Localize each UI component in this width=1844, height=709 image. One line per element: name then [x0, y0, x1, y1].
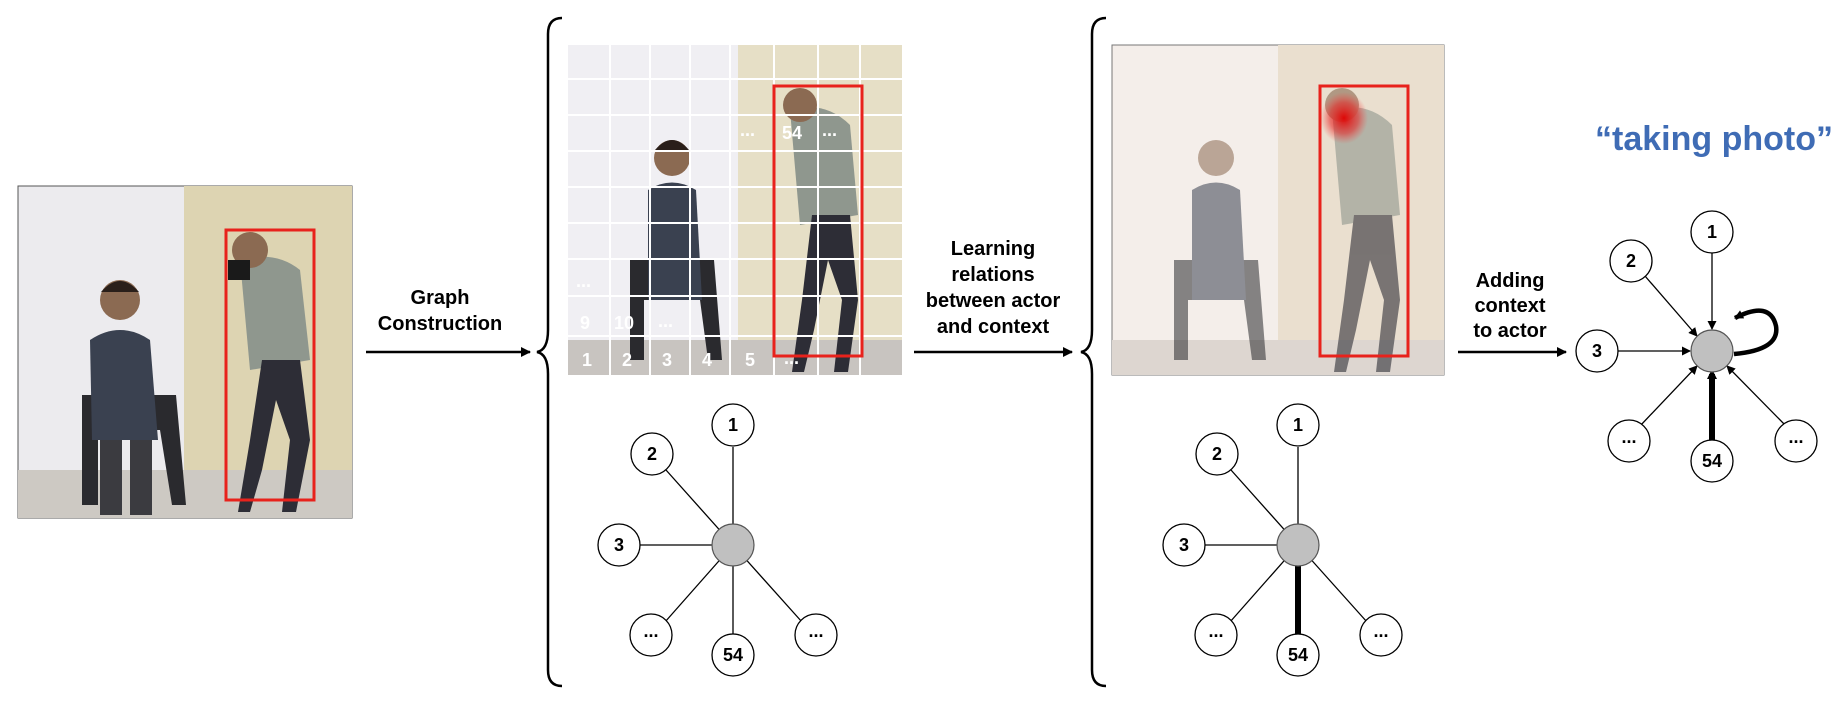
graph-2-actor-node — [1276, 523, 1320, 567]
learning-relations-label-2: relations — [951, 264, 1034, 286]
graph-2-node-2 — [1195, 432, 1239, 476]
graph-3-node-ellipsis-right-label: ... — [1788, 427, 1803, 447]
left-brace-1 — [536, 16, 563, 688]
graph-3-node-1-label: 1 — [1707, 222, 1717, 242]
graph-1-node-2-label: 2 — [647, 444, 657, 464]
graph-1-node-ellipsis-right-label: ... — [808, 621, 823, 641]
adding-context-label-3: to actor — [1473, 320, 1547, 342]
graph-3-actor-node — [1690, 329, 1734, 373]
graph-3-node-54-label: 54 — [1702, 451, 1722, 471]
grid-cell-10: 10 — [614, 313, 634, 333]
graph-3: 1 2 3 ... 54 ... — [1575, 210, 1818, 483]
grid-seated-person — [630, 140, 722, 360]
graph-1-node-1 — [711, 403, 755, 447]
graph-1-node-ellipsis-left — [629, 613, 673, 657]
graph-3-node-2-label: 2 — [1626, 251, 1636, 271]
graph-1-node-3-label: 3 — [614, 535, 624, 555]
grid-cell-5: 5 — [745, 350, 755, 370]
graph-2-node-ellipsis-left-label: ... — [1208, 621, 1223, 641]
grid-cell-ellipsis-top-right: ... — [822, 120, 837, 140]
graph-1-node-54-label: 54 — [723, 645, 743, 665]
graph-3-self-loop — [1733, 308, 1779, 357]
graph-2-node-3 — [1162, 523, 1206, 567]
attention-heatmap — [1320, 92, 1368, 144]
photographer-person — [228, 232, 310, 512]
attention-frame — [1111, 44, 1445, 376]
graph-1-node-ellipsis-right — [794, 613, 838, 657]
graph-2-node-ellipsis-right-label: ... — [1373, 621, 1388, 641]
graph-2-node-3-label: 3 — [1179, 535, 1189, 555]
action-caption: “taking photo” — [1595, 120, 1833, 158]
learning-relations-label-1: Learning — [951, 238, 1035, 260]
grid-cell-54: 54 — [782, 123, 802, 143]
graph-2-node-54-label: 54 — [1288, 645, 1308, 665]
graph-3-node-3-label: 3 — [1592, 341, 1602, 361]
graph-1-node-54 — [711, 633, 755, 677]
grid-photographer-person — [783, 88, 858, 372]
attention-seated-person — [1174, 140, 1266, 360]
graph-3-node-ellipsis-right — [1774, 419, 1818, 463]
grid-cell-ellipsis-left: ... — [576, 271, 591, 291]
graph-2-node-ellipsis-right — [1359, 613, 1403, 657]
grid-cell-9: 9 — [580, 313, 590, 333]
graph-1-node-3 — [597, 523, 641, 567]
graph-1-node-1-label: 1 — [728, 415, 738, 435]
graph-3-node-3 — [1575, 329, 1619, 373]
grid-actor-bounding-box — [772, 84, 864, 358]
attention-actor-bounding-box — [1318, 84, 1410, 358]
graph-2-node-ellipsis-left — [1194, 613, 1238, 657]
grid-cell-ellipsis-second: ... — [658, 311, 673, 331]
learning-relations-step: Learning relations between actor and con… — [914, 238, 1073, 357]
input-frame — [17, 185, 353, 519]
graph-1-node-2 — [630, 432, 674, 476]
graph-construction-label-1: Graph — [411, 287, 470, 309]
graph-3-node-ellipsis-left — [1607, 419, 1651, 463]
graph-2-node-1 — [1276, 403, 1320, 447]
learning-relations-label-4: and context — [937, 316, 1050, 338]
graph-3-node-ellipsis-left-label: ... — [1621, 427, 1636, 447]
actor-bounding-box — [224, 228, 316, 502]
grid-cell-ellipsis-bottom: ... — [784, 348, 799, 368]
graph-3-node-2 — [1609, 239, 1653, 283]
grid-cell-ellipsis-top-left: ... — [740, 120, 755, 140]
grid-cell-2: 2 — [622, 350, 632, 370]
graph-construction-label-2: Construction — [378, 313, 502, 335]
learning-relations-label-3: between actor — [926, 290, 1061, 312]
adding-context-step: Adding context to actor — [1458, 270, 1567, 357]
grid-cell-4: 4 — [702, 350, 712, 370]
graph-3-node-1 — [1690, 210, 1734, 254]
graph-3-node-54 — [1690, 439, 1734, 483]
graph-construction-step: Graph Construction — [366, 287, 531, 357]
graph-1-actor-node — [711, 523, 755, 567]
graph-1-node-ellipsis-left-label: ... — [643, 621, 658, 641]
adding-context-label-1: Adding — [1476, 270, 1545, 292]
graph-1: 1 2 3 ... 54 ... — [597, 403, 838, 677]
grid-cell-1: 1 — [582, 350, 592, 370]
left-brace-2 — [1080, 16, 1107, 688]
graph-2-node-2-label: 2 — [1212, 444, 1222, 464]
grid-cell-3: 3 — [662, 350, 672, 370]
graph-2-node-54 — [1276, 633, 1320, 677]
graph-2: 1 2 3 ... 54 ... — [1162, 403, 1403, 677]
grid-frame: 1 2 3 4 5 ... 9 10 ... ... ... 54 ... — [568, 45, 902, 375]
adding-context-label-2: context — [1474, 295, 1545, 317]
graph-2-node-1-label: 1 — [1293, 415, 1303, 435]
seated-person — [82, 280, 186, 515]
